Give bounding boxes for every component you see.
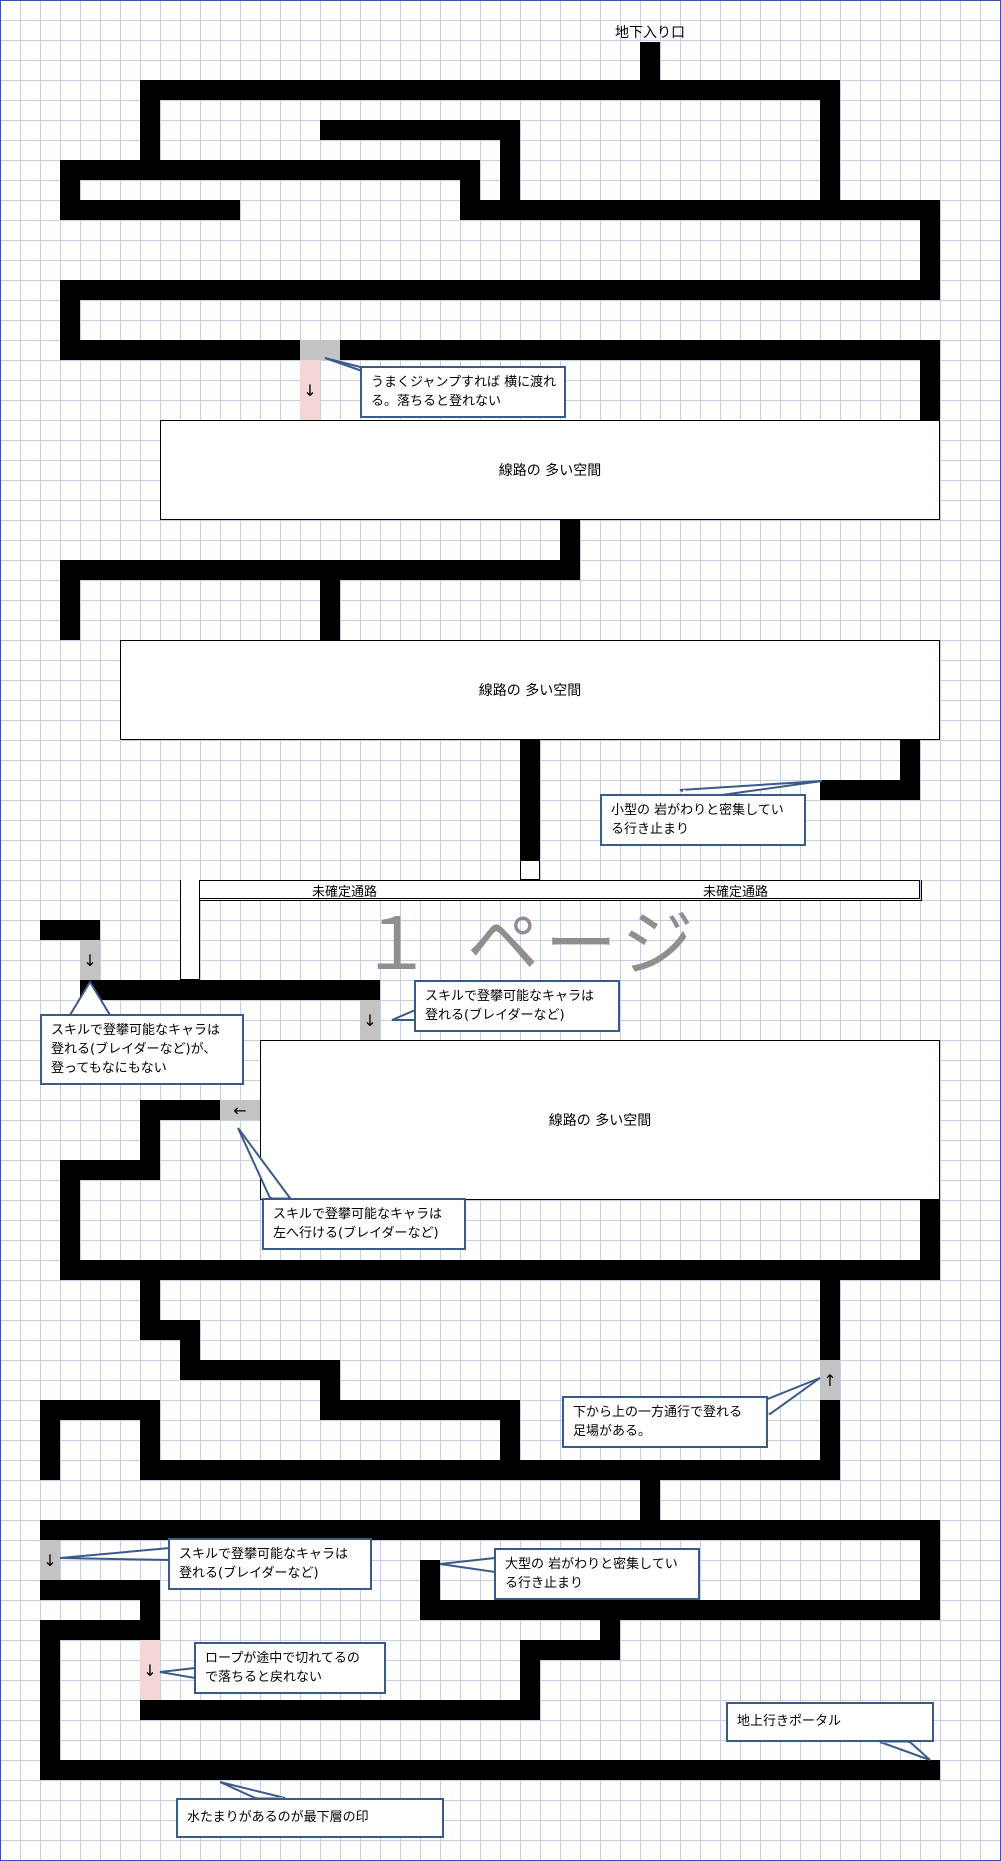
arrow-down-icon: ↓ [360, 1000, 380, 1040]
wall [140, 1100, 220, 1120]
callout-jump: うまくジャンプすれば 横に渡れる。落ちると登れない [360, 366, 566, 418]
wall [140, 80, 840, 100]
callout-climb-left: スキルで登攀可能なキャラは登れる(ブレイダーなど)が、登ってもなにもない [40, 1014, 244, 1085]
callout-climb-mid: スキルで登攀可能なキャラは登れる(ブレイダーなど) [414, 980, 620, 1032]
wall [180, 1360, 340, 1380]
rail-space-2: 線路の 多い空間 [120, 640, 940, 740]
unconfirmed-passage-label: 未確定通路 [703, 885, 769, 900]
wall [920, 200, 940, 300]
callout-one-way: 下から上の一方通行で登れる足場がある。 [562, 1396, 768, 1448]
wall [920, 1520, 940, 1620]
wall [80, 980, 380, 1000]
wall [40, 1400, 160, 1420]
wall [40, 1620, 160, 1640]
wall [520, 740, 540, 860]
wall [520, 1640, 620, 1660]
wall [60, 340, 300, 360]
wall [60, 1160, 80, 1280]
rail-space-3: 線路の 多い空間 [260, 1040, 940, 1200]
callout-small-rocks: 小型の 岩がわりと密集している行き止まり [600, 794, 806, 846]
wall [40, 1760, 940, 1780]
wall [420, 1600, 940, 1620]
arrow-down-icon: ↓ [140, 1640, 160, 1700]
arrow-down-icon: ↓ [80, 940, 100, 980]
wall [640, 1480, 660, 1520]
unconfirmed-passage-label: 未確定通路 [312, 885, 378, 900]
wall [140, 80, 160, 160]
entrance-label: 地下入り口 [615, 25, 685, 41]
wall [40, 920, 100, 940]
callout-large-rocks: 大型の 岩がわりと密集している行き止まり [494, 1548, 700, 1600]
wall [320, 560, 340, 640]
arrow-down-icon: ↓ [40, 1540, 60, 1580]
wall [500, 120, 520, 200]
callout-portal: 地上行きポータル [726, 1702, 934, 1742]
callout-go-left: スキルで登攀可能なキャラは左へ行ける(ブレイダーなど) [262, 1198, 466, 1250]
jump-gap-marker [300, 340, 340, 360]
rail-space-label: 線路の 多い空間 [478, 683, 582, 699]
wall [60, 1260, 940, 1280]
callout-climb-bottom: スキルで登攀可能なキャラは登れる(ブレイダーなど) [168, 1538, 372, 1590]
wall [40, 1520, 940, 1540]
rail-space-label: 線路の 多い空間 [498, 463, 602, 479]
wall [820, 1260, 840, 1360]
rail-space-1: 線路の 多い空間 [160, 420, 940, 520]
arrow-left-icon: ← [220, 1100, 260, 1120]
wall [340, 340, 940, 360]
arrow-up-icon: ↑ [820, 1360, 840, 1400]
wall [60, 1160, 160, 1180]
wall [320, 120, 520, 140]
wall [40, 1620, 60, 1780]
wall [820, 80, 840, 200]
wall [320, 1400, 520, 1420]
wall [60, 200, 240, 220]
unconfirmed-passage-stem [520, 860, 540, 880]
unconfirmed-passage-drop [180, 880, 200, 980]
wall [920, 1200, 940, 1280]
wall [140, 1460, 840, 1480]
wall [40, 1580, 160, 1600]
wall [640, 42, 660, 82]
wall [460, 200, 940, 220]
wall [60, 560, 80, 640]
wall [40, 1400, 60, 1480]
arrow-down-icon: ↓ [300, 360, 320, 420]
wall [60, 280, 940, 300]
callout-rope: ロープが途中で切れてるので落ちると戻れない [194, 1642, 386, 1694]
rail-space-label: 線路の 多い空間 [548, 1113, 652, 1129]
page-watermark: １ ページ [360, 902, 700, 986]
wall [820, 780, 920, 800]
wall [920, 340, 940, 420]
wall [140, 1700, 540, 1720]
wall [60, 160, 480, 180]
callout-puddle: 水たまりがあるのが最下層の印 [176, 1798, 444, 1838]
